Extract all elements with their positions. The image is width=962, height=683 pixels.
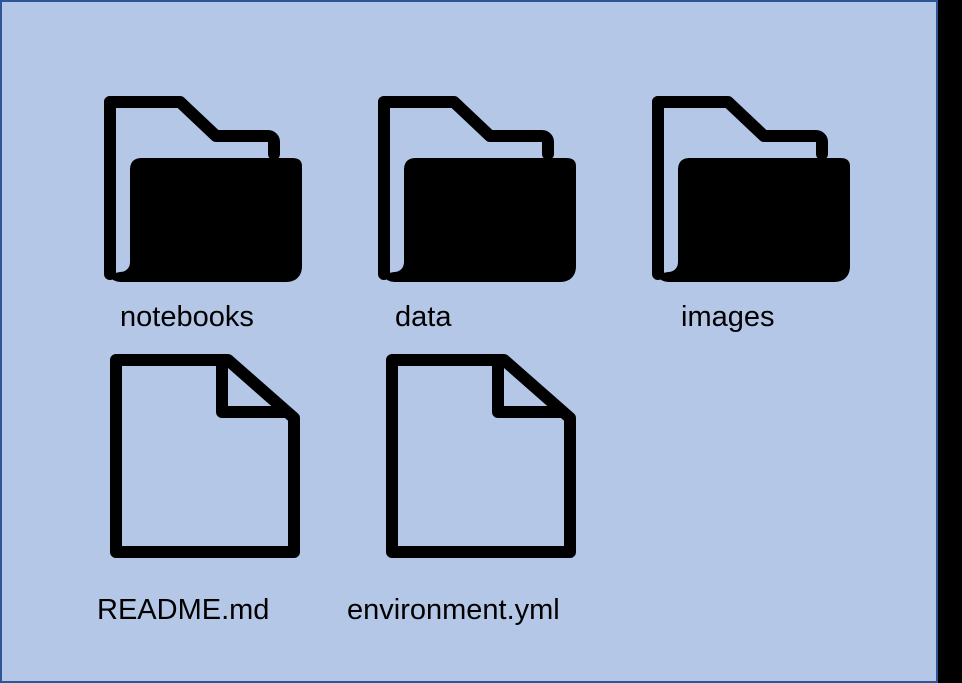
folder-icon	[652, 96, 850, 282]
item-label: data	[395, 301, 452, 333]
file-icon	[386, 354, 576, 558]
item-label: images	[681, 301, 775, 333]
item-label: environment.yml	[347, 594, 560, 626]
file-icon	[110, 354, 300, 558]
item-label: README.md	[97, 594, 270, 626]
folder-icon	[104, 96, 302, 282]
directory-view: notebooks data images README.md en	[0, 0, 938, 683]
folder-icon	[378, 96, 576, 282]
item-label: notebooks	[120, 301, 254, 333]
